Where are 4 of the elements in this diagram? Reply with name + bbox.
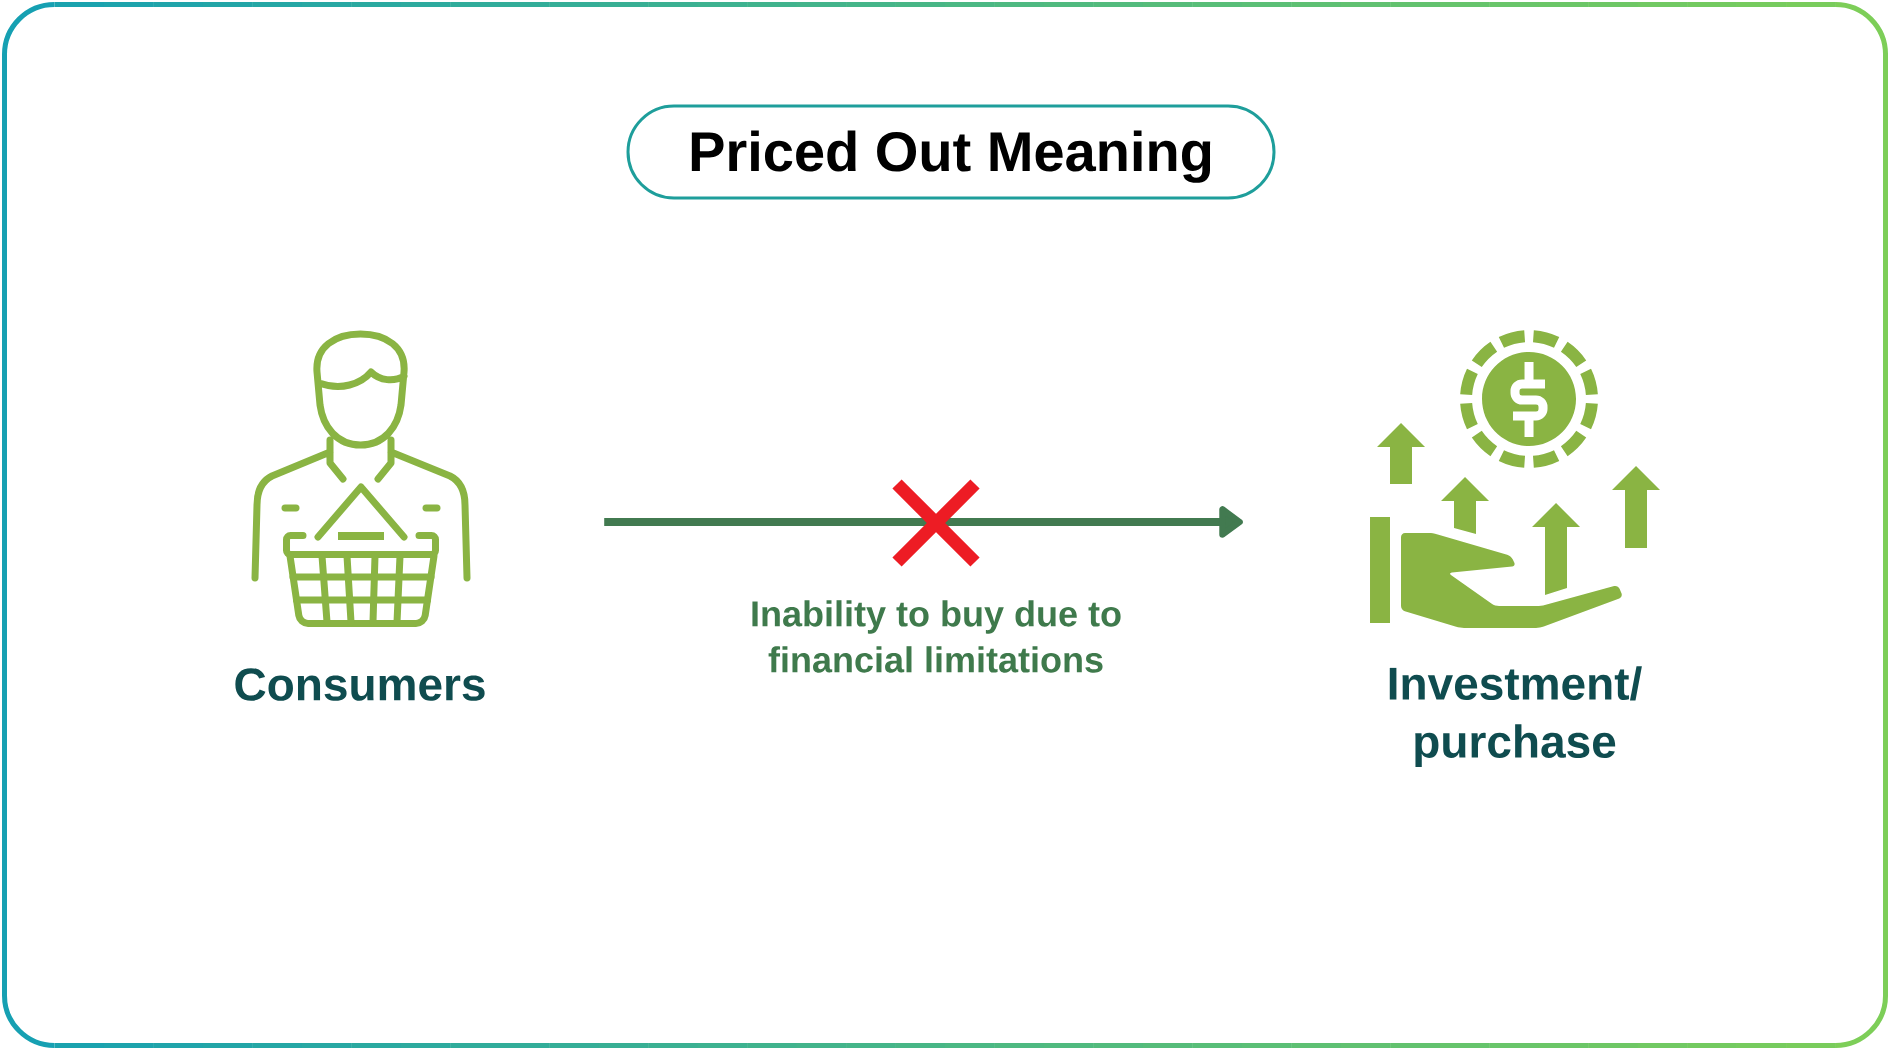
title-pill: Priced Out Meaning — [626, 104, 1276, 200]
edge-label: Inability to buy due to financial limitations — [752, 600, 1121, 673]
node-label: Investment/ purchase — [1389, 666, 1642, 768]
node-label: Consumers — [235, 668, 485, 701]
